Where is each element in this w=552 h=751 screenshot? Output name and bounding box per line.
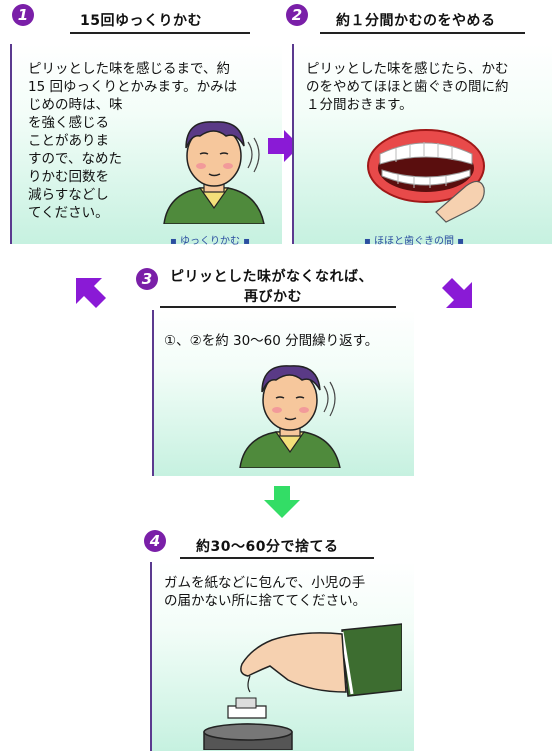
step-2-text-line: ピリッとした味を感じたら、かむ (306, 61, 509, 77)
arrow-down-right-icon (442, 278, 472, 308)
step-2-badge: 2 (286, 4, 308, 26)
step-1-text-line: ことがありま (28, 133, 109, 149)
step-1-text-line: すので、なめた (28, 151, 122, 167)
step-2-text-line: のをやめてほほと歯ぐきの間に約 (306, 79, 509, 95)
step-4-text-line: の届かない所に捨ててください。 (164, 593, 367, 609)
man-chewing-illustration (163, 121, 265, 224)
step-4-text-line: ガムを紙などに包んで、小児の手 (164, 575, 366, 591)
step-4-title: 約30〜60分で捨てる (196, 539, 339, 555)
step-3-text: ①、②を約 30〜60 分間繰り返す。 (164, 333, 379, 349)
step-1-caption: ▪ ゆっくりかむ ▪ (170, 236, 250, 247)
step-1-panel: ピリッとした味を感じるまで、約 15 回ゆっくりとかみます。かみは じめの時は、… (10, 44, 282, 247)
hand-disposing-gum-illustration (203, 623, 402, 750)
step-1-title: 15回ゆっくりかむ (80, 13, 202, 29)
step-3-title-line-1: ピリッとした味がなくなれば、 (170, 269, 373, 285)
arrow-down-icon (264, 486, 300, 518)
step-1-text-line: てください。 (28, 205, 109, 221)
step-1-text-line: りかむ回数を (28, 169, 109, 185)
step-2-caption: ▪ ほほと歯ぐきの間 ▪ (364, 236, 464, 247)
step-3-badge: 3 (136, 268, 158, 290)
step-3-panel: ①、②を約 30〜60 分間繰り返す。 (152, 310, 414, 476)
step-3-title-rule (160, 306, 396, 308)
step-1-text-line: 15 回ゆっくりとかみます。かみは (28, 79, 238, 95)
step-4-title-rule (180, 557, 374, 559)
step-1-title-rule (70, 32, 250, 34)
step-2-title-rule (320, 32, 525, 34)
step-1-text-line: じめの時は、味 (28, 97, 123, 113)
step-1-badge: 1 (12, 4, 34, 26)
step-4-panel: ガムを紙などに包んで、小児の手 の届かない所に捨ててください。 (150, 562, 414, 751)
mouth-gum-illustration (367, 129, 485, 223)
step-1-text-line: を強く感じる (28, 115, 109, 131)
man-chewing-illustration (239, 365, 341, 468)
arrow-up-left-icon (76, 278, 106, 308)
step-2-title: 約１分間かむのをやめる (336, 13, 496, 29)
step-2-text-line: １分間おきます。 (306, 97, 413, 113)
step-2-panel: ピリッとした味を感じたら、かむ のをやめてほほと歯ぐきの間に約 １分間おきます。… (292, 44, 552, 247)
step-4-badge: 4 (144, 530, 166, 552)
step-1-text-line: 減らすなどし (28, 187, 109, 203)
step-1-text-line: ピリッとした味を感じるまで、約 (28, 61, 230, 77)
step-3-title-line-2: 再びかむ (244, 289, 302, 305)
